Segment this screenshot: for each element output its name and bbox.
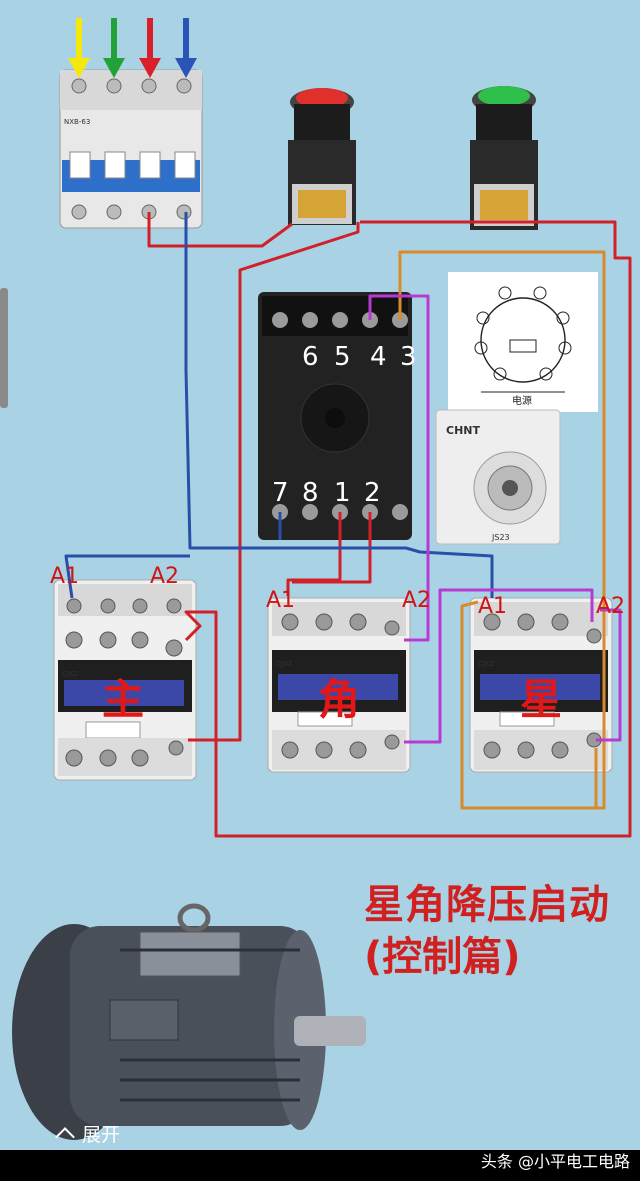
motor [12, 903, 366, 1140]
delta-contactor-model: CJX2 [276, 660, 292, 668]
side-tab[interactable] [0, 288, 8, 408]
wires [64, 212, 632, 838]
star-contactor-name: 星 [520, 675, 563, 724]
start-button[interactable] [470, 86, 538, 230]
timer-model: JS23 [491, 533, 510, 542]
delta-a1-label: A1 [266, 588, 296, 613]
stop-button[interactable] [288, 88, 356, 225]
breaker-model: NXB-63 [64, 118, 90, 126]
socket-top-3: 3 [400, 342, 417, 372]
expand-label: 展开 [82, 1124, 121, 1146]
main-a2-label: A2 [150, 564, 180, 589]
contactor-terminals [65, 598, 602, 767]
diagram-subtitle: (控制篇) [364, 934, 521, 980]
delta-a2-label: A2 [402, 588, 432, 613]
bottom-bar [0, 1150, 640, 1181]
diagram-title: 星角降压启动 [364, 882, 610, 928]
circuit-breaker: NXB-63 [59, 69, 203, 229]
expand-button[interactable]: 展开 [55, 1120, 121, 1147]
pinout-diagram: 电源 [448, 272, 598, 412]
watermark-credit: 头条 @小平电工电路 [480, 1152, 630, 1171]
phase-arrows [68, 18, 197, 78]
delta-contactor-name: 角 [318, 675, 361, 724]
socket-bottom-2: 2 [364, 478, 381, 508]
star-a1-label: A1 [478, 594, 508, 619]
socket-top-4: 4 [370, 342, 387, 372]
timer-brand: CHNT [446, 424, 480, 437]
contactor-model-labels: CJX2 CJX2 CJX2 [62, 660, 494, 678]
timer-relay: CHNT JS23 [435, 409, 561, 545]
socket-bottom-7: 7 [272, 478, 289, 508]
main-contactor-name: 主 [102, 675, 145, 724]
socket-top-5: 5 [334, 342, 351, 372]
star-a2-label: A2 [596, 594, 626, 619]
main-a1-label: A1 [50, 564, 80, 589]
main-contactor-model: CJX2 [62, 670, 78, 678]
socket-top-6: 6 [302, 342, 319, 372]
star-contactor-model: CJX2 [478, 660, 494, 668]
contactor-delta [267, 597, 411, 773]
relay-socket [258, 292, 412, 540]
chevron-up-icon [55, 1127, 75, 1147]
socket-bottom-1: 1 [334, 478, 351, 508]
socket-bottom-8: 8 [302, 478, 319, 508]
pinout-label: 电源 [512, 394, 532, 407]
